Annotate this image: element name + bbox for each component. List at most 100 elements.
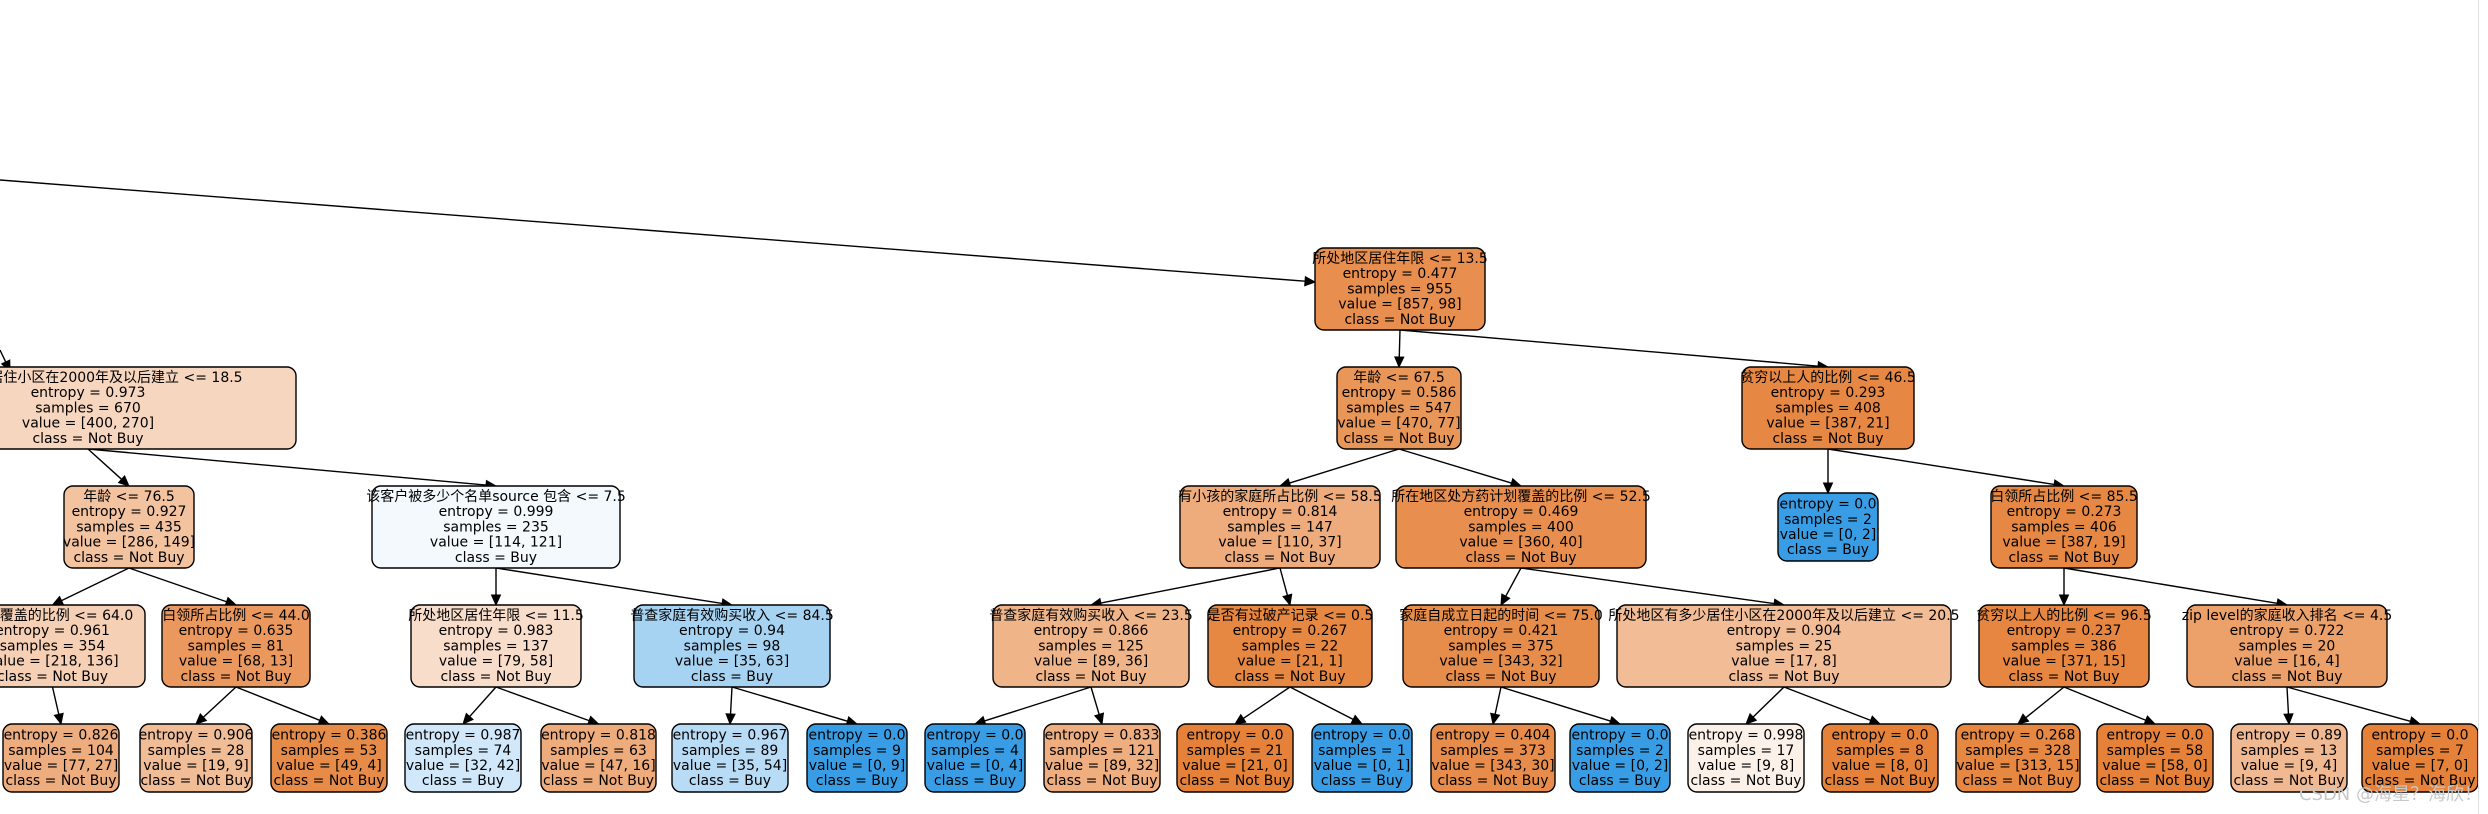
edge-n_r3b-n_r4c-arrowhead: [1233, 713, 1247, 725]
right-edge-divider: [2478, 0, 2479, 814]
node-text-line: class = Not Buy: [2008, 669, 2119, 685]
csdn-watermark: CSDN @海星？海欣！: [2298, 784, 2482, 805]
node-text-line: value = [7, 0]: [2372, 758, 2469, 774]
edge-n_l3b-n_l4b-arrowhead: [195, 712, 208, 725]
node-box: [1821, 723, 1939, 793]
node-box: [1777, 492, 1879, 562]
edge-n_l3b-n_l4c: [235, 686, 320, 721]
edge-n_r3c-n_r4e: [1494, 686, 1502, 715]
edge-n_l2a-n_l3b: [128, 567, 227, 603]
node-text-line: value = [360, 40]: [1459, 535, 1582, 551]
node-text-line: value = [21, 1]: [1237, 654, 1342, 670]
edge-n_r1a-n_r3b-arrowhead: [1282, 593, 1293, 607]
node-text-line: value = [9, 4]: [2241, 758, 2338, 774]
edge-n_r3f-n_r4k: [2286, 686, 2290, 715]
node-text-line: value = [89, 32]: [1045, 758, 1159, 774]
node-text-line: 该客户被多少个名单source 包含 <= 7.5: [366, 488, 626, 505]
node-box: [404, 723, 522, 793]
node-text-line: samples = 955: [1347, 281, 1453, 297]
node-text-line: samples = 2: [1576, 743, 1664, 759]
node-text-line: samples = 147: [1227, 519, 1333, 535]
node-text-line: value = [35, 54]: [673, 758, 787, 774]
node-text-line: entropy = 0.404: [1436, 728, 1551, 744]
node-box: [1741, 366, 1915, 450]
node-text-line: value = [0, 2]: [1572, 758, 1669, 774]
node-text-line: samples = 22: [1242, 638, 1339, 654]
node-text-line: entropy = 0.293: [1771, 385, 1886, 401]
node-text-line: class = Buy: [1787, 542, 1869, 558]
node-text-line: class = Not Buy: [1962, 773, 2073, 789]
node-text-line: entropy = 0.927: [72, 504, 187, 520]
node-text-line: class = Not Buy: [180, 669, 291, 685]
node-box: [1978, 604, 2150, 688]
node-box: [1616, 604, 1952, 688]
node-text-line: samples = 104: [8, 743, 114, 759]
node-text-line: value = [47, 16]: [541, 758, 655, 774]
node-text-line: entropy = 0.421: [1444, 623, 1559, 639]
edge-n_r3d-n_r4g-arrowhead: [1745, 712, 1758, 725]
node-text-line: class = Buy: [691, 669, 773, 685]
node-text-line: entropy = 0.0: [2371, 728, 2468, 744]
edge-n_r3e-n_r4i-arrowhead: [2017, 713, 2030, 725]
node-text-line: 普查家庭有效购买收入 <= 84.5: [630, 607, 834, 624]
edge-n_r3e-n_r4j-arrowhead: [2143, 715, 2157, 725]
node-text-line: class = Not Buy: [0, 669, 108, 685]
edge-n_r1-n_r1a: [1289, 448, 1400, 484]
node-text-line: class = Not Buy: [1445, 669, 1556, 685]
node-box: [1395, 485, 1647, 569]
node-text-line: value = [343, 32]: [1439, 654, 1562, 670]
edge-n_r3e-n_r4i: [2025, 686, 2065, 719]
node-text-line: samples = 9: [813, 743, 901, 759]
node-text-line: value = [8, 0]: [1832, 758, 1929, 774]
node-text-line: value = [218, 136]: [0, 654, 119, 670]
node-text-line: class = Not Buy: [73, 550, 184, 566]
node-text-line: entropy = 0.0: [926, 728, 1023, 744]
node-text-line: entropy = 0.469: [1464, 504, 1579, 520]
edge-n_l3a-n_l4a-arrowhead: [53, 712, 64, 726]
node-text-line: class = Buy: [689, 773, 771, 789]
node-box: [1336, 366, 1462, 450]
node-text-line: samples = 28: [148, 743, 245, 759]
edge-n_r3f-n_r4l: [2286, 686, 2411, 722]
node-text-line: value = [470, 77]: [1337, 416, 1460, 432]
node-text-line: class = Buy: [422, 773, 504, 789]
node-box: [2096, 723, 2214, 793]
node-text-line: class = Not Buy: [1224, 550, 1335, 566]
node-text-line: entropy = 0.237: [2007, 623, 2122, 639]
node-text-line: samples = 81: [188, 638, 285, 654]
node-text-line: value = [371, 15]: [2002, 654, 2125, 670]
edge-n_l3d-n_l4f-arrowhead: [725, 713, 736, 726]
node-text-line: entropy = 0.866: [1034, 623, 1149, 639]
edge-n_l3c-n_l4e: [495, 686, 590, 722]
node-text-line: entropy = 0.722: [2230, 623, 2345, 639]
edge-n_r3f-n_r4k-arrowhead: [2283, 713, 2294, 726]
node-text-line: entropy = 0.814: [1223, 504, 1338, 520]
node-text-line: value = [17, 8]: [1731, 654, 1836, 670]
node-text-line: samples = 328: [1965, 743, 2071, 759]
node-text-line: class = Not Buy: [5, 773, 116, 789]
node-text-line: samples = 406: [2011, 519, 2117, 535]
node-box: [1569, 723, 1671, 793]
node-text-line: class = Not Buy: [1690, 773, 1801, 789]
node-text-line: value = [0, 1]: [1314, 758, 1411, 774]
node-text-line: entropy = 0.983: [439, 623, 554, 639]
node-text-line: samples = 20: [2239, 638, 2336, 654]
node-text-line: class = Not Buy: [1343, 431, 1454, 447]
node-text-line: value = [9, 8]: [1698, 758, 1795, 774]
node-text-line: 所在地区处方药计划覆盖的比例 <= 52.5: [1391, 489, 1651, 505]
node-text-line: samples = 137: [443, 638, 549, 654]
node-text-line: value = [68, 13]: [179, 654, 293, 670]
node-text-line: class = Not Buy: [1728, 669, 1839, 685]
node-text-line: entropy = 0.833: [1045, 728, 1160, 744]
